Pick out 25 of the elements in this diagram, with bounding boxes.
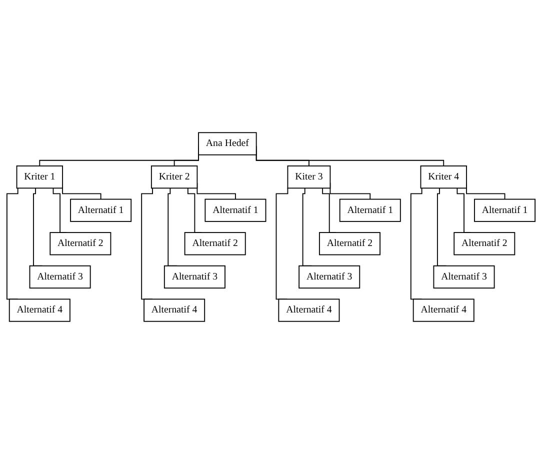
node-box: Alternatif 3 (164, 265, 226, 289)
node-box: Alternatif 1 (474, 198, 536, 222)
node-box: Kriter 2 (150, 165, 198, 189)
node-box: Alternatif 2 (318, 232, 380, 256)
node-box: Kiter 3 (287, 165, 331, 189)
node-box: Alternatif 2 (454, 232, 516, 256)
node-box: Alternatif 4 (8, 298, 70, 322)
node-box: Alternatif 4 (144, 298, 206, 322)
node-box: Alternatif 4 (278, 298, 340, 322)
connector (276, 187, 288, 300)
node-box: Alternatif 1 (204, 198, 266, 222)
node-box: Kriter 1 (16, 165, 63, 189)
node-box: Alternatif 2 (50, 232, 112, 256)
node-box: Alternatif 3 (298, 265, 360, 289)
node-box: Kriter 4 (420, 165, 467, 189)
node-box: Alternatif 1 (339, 198, 401, 222)
node-box: Alternatif 2 (184, 232, 246, 256)
node-box: Alternatif 3 (29, 265, 91, 289)
node-box: Ana Hedef (198, 132, 257, 156)
connector (141, 188, 153, 300)
connector (6, 188, 18, 300)
node-box: Alternatif 3 (433, 265, 495, 289)
node-box: Alternatif 1 (70, 198, 132, 222)
connector (410, 188, 422, 300)
node-box: Alternatif 4 (412, 298, 474, 322)
